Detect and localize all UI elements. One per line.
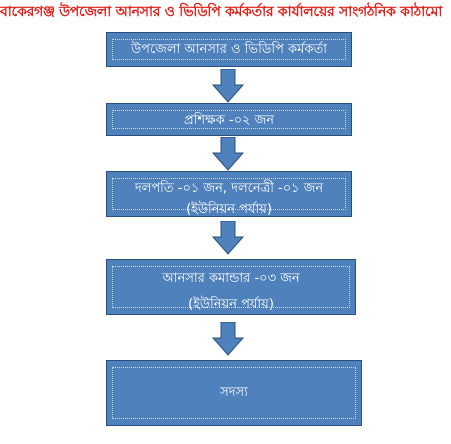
down-arrow-icon — [212, 69, 244, 103]
box-ansar-commander-label: আনসার কমান্ডার -০৩ জন — [162, 271, 300, 286]
box-instructor-label: প্রশিক্ষক -০২ জন — [184, 113, 274, 128]
box-instructor: প্রশিক্ষক -০২ জন — [106, 103, 352, 136]
down-arrow-icon — [212, 137, 244, 171]
box-team-leaders-sublabel: (ইউনিয়ন পর্যায়) — [186, 202, 272, 217]
box-ansar-commander-sublabel: (ইউনিয়ন পর্যায়) — [188, 297, 274, 312]
box-team-leaders-label: দলপতি -০১ জন, দলনেত্রী -০১ জন — [134, 181, 324, 196]
box-team-leaders: দলপতি -০১ জন, দলনেত্রী -০১ জন (ইউনিয়ন প… — [106, 171, 352, 217]
box-upazila-officer: উপজেলা আনসার ও ভিডিপি কর্মকর্তা — [106, 32, 352, 67]
box-member-label: সদস্য — [220, 385, 248, 400]
chart-title: বাকেরগঞ্জ উপজেলা আনসার ও ভিডিপি কর্মকর্ত… — [0, 4, 443, 20]
box-member: সদস্য — [106, 360, 362, 426]
down-arrow-icon — [212, 322, 244, 356]
down-arrow-icon — [212, 221, 244, 255]
box-upazila-officer-label: উপজেলা আনসার ও ভিডিপি কর্মকর্তা — [131, 42, 327, 57]
box-ansar-commander: আনসার কমান্ডার -০৩ জন (ইউনিয়ন পর্যায়) — [106, 259, 356, 315]
